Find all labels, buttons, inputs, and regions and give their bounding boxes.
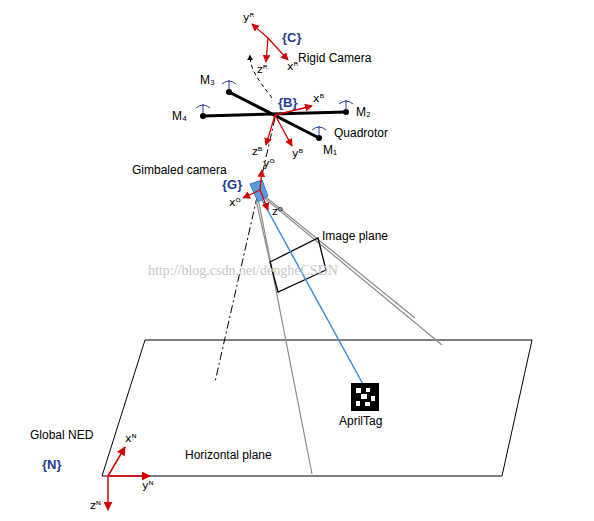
axis-label: yᴳ [263,158,275,170]
axis-label: zᴳ [272,206,283,218]
frame-label: {B} [278,96,298,110]
axis-label: yᴮ [292,148,303,160]
motor-label: M₂ [356,106,371,119]
motor-label: M₃ [200,74,215,87]
axis-label: xᴿ [287,61,298,73]
part-name: Quadrotor [334,127,388,140]
part-name: Gimbaled camera [132,164,227,177]
axis-label: zᴮ [252,146,263,158]
motor-label: M₁ [323,144,337,157]
frame-name: Global NED [30,429,93,442]
watermark: http://blog.csdn.net/dengheCSDN [148,263,338,278]
part-name: AprilTag [339,415,382,428]
axis-label: xᴺ [125,433,137,445]
frame-label: {N} [42,458,62,472]
axis-label: yᴿ [243,12,254,24]
frame-label: {C} [282,31,302,45]
axis-label: yᴺ [142,480,154,492]
part-name: Image plane [322,230,388,243]
axis-label: xᴮ [313,93,324,105]
part-name: Horizontal plane [185,449,272,462]
axis-label: zᴺ [90,500,101,512]
axis-label: xᴳ [229,197,241,209]
motor-label: M₄ [172,110,187,123]
axis-label: zᴿ [257,64,268,76]
frame-label: {G} [222,178,242,192]
part-name: Rigid Camera [298,52,371,65]
